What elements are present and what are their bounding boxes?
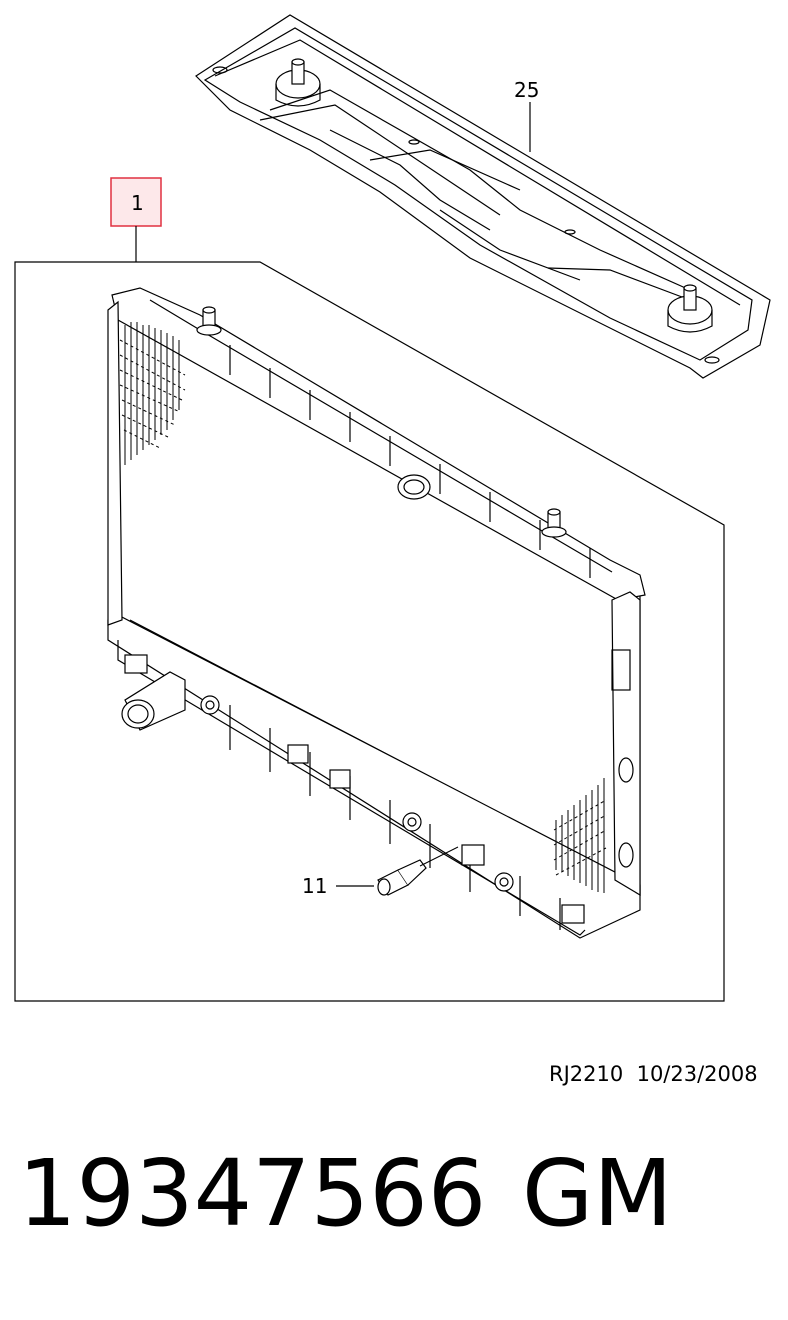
drain-bolt	[377, 859, 427, 896]
inlet-neck	[397, 474, 431, 500]
core-fins-left	[119, 322, 186, 465]
assembly-frame	[14, 261, 725, 1002]
callout-1: 1	[131, 191, 144, 215]
mount-pin-right	[541, 508, 567, 538]
mount-pin-left	[196, 306, 222, 336]
callout-25: 25	[514, 78, 539, 102]
core-fins-right	[553, 778, 607, 893]
radiator	[107, 287, 646, 939]
exploded-parts-diagram: 25 1	[14, 14, 771, 1002]
bushing-right	[667, 284, 713, 333]
brand-name: GM	[522, 1140, 673, 1247]
callout-11: 11	[302, 874, 327, 898]
upper-support-brace	[195, 14, 771, 379]
drawing-reference: RJ2210 10/23/2008	[549, 1062, 758, 1086]
bushing-left	[275, 58, 321, 107]
part-number: 19347566	[18, 1140, 487, 1247]
